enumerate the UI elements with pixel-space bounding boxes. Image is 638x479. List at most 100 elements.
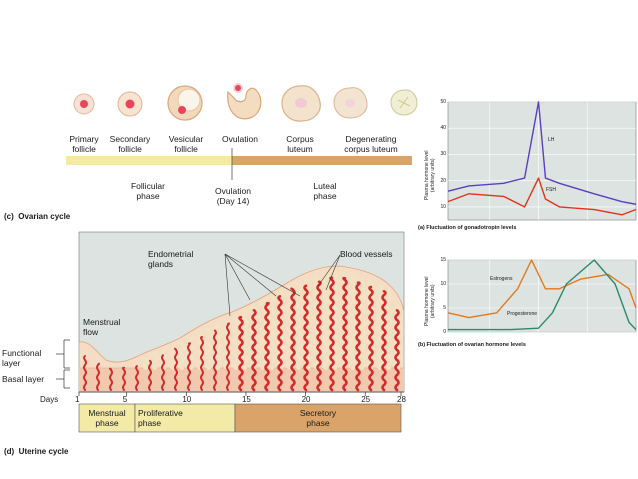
ovh-series-line-0 <box>447 259 637 319</box>
uterine-cycle-caption: (d) Uterine cycle <box>4 447 69 456</box>
spiral-artery <box>329 276 335 392</box>
endometrial-gland <box>151 352 159 370</box>
proliferative-phase-label: Proliferative phase <box>138 408 183 428</box>
gon-y-tick-label: 50 <box>440 99 446 105</box>
follicular-phase-bar <box>66 156 232 165</box>
endometrial-gland <box>304 279 312 370</box>
spiral-artery <box>394 309 400 392</box>
menstrual-phase-label: Menstrual phase <box>88 408 126 428</box>
endometrial-gland <box>142 356 150 370</box>
spiral-artery <box>381 290 387 392</box>
gon-series-line-0 <box>447 101 637 205</box>
endometrial-gland <box>322 273 330 370</box>
spiral-artery <box>368 285 374 392</box>
spiral-artery <box>303 284 309 392</box>
corpus-albicans-icon <box>390 89 418 116</box>
primary-follicle-icon <box>73 93 95 115</box>
gon-y-tick-label: 20 <box>440 177 446 184</box>
secondary-follicle-label: Secondary follicle <box>109 134 151 154</box>
spiral-artery <box>238 315 244 392</box>
spiral-artery <box>148 359 152 391</box>
primary-follicle-label: Primary follicle <box>69 134 99 154</box>
spiral-artery <box>96 362 100 391</box>
degenerating-corpus-luteum-label: Degenerating corpus luteum <box>344 134 398 154</box>
endometrial-gland <box>385 291 393 370</box>
spiral-artery <box>83 355 87 391</box>
ovulation-day-label: Ovulation (Day 14) <box>215 186 251 206</box>
endometrial-gland <box>214 322 222 370</box>
endometrial-gland <box>241 309 249 370</box>
day-tick-label: 28 <box>397 395 406 404</box>
functional-layer-label: Functional layer <box>2 348 42 368</box>
menstrual-phase-bar <box>78 403 136 433</box>
day-tick-label: 1 <box>75 395 80 404</box>
spiral-artery <box>226 322 230 391</box>
spiral-artery <box>200 336 204 391</box>
ovh-y-tick-label: 15 <box>440 257 446 263</box>
ovarian-hormone-caption: (b) Fluctuation of ovarian hormone level… <box>418 342 526 348</box>
spiral-artery <box>342 276 348 392</box>
spiral-artery <box>251 308 257 392</box>
endometrial-gland <box>349 274 357 370</box>
vesicular-follicle-label: Vesicular follicle <box>168 134 204 154</box>
menstrual-flow-label: Menstrual flow <box>83 317 121 337</box>
ovulation-icon <box>227 83 262 120</box>
ovh-y-tick-label: 0 <box>443 329 446 335</box>
spiral-artery <box>264 301 270 392</box>
progesterone-series-label: Progesterone <box>507 311 538 317</box>
spiral-artery <box>213 329 217 391</box>
spiral-artery <box>122 366 126 391</box>
corpus-luteum-label: Corpus luteum <box>286 134 314 154</box>
spiral-artery <box>277 295 283 392</box>
ovh-series-line-1 <box>448 259 637 331</box>
secretory-phase-label: Secretory phase <box>299 408 337 428</box>
spiral-artery <box>174 347 178 391</box>
ovh-y-tick-label: 10 <box>440 281 446 287</box>
gon-plot-area <box>447 101 637 221</box>
blood-vessels-label: Blood vessels <box>340 249 393 259</box>
day-tick-label: 5 <box>122 395 128 404</box>
endometrial-gland <box>313 276 321 370</box>
secretory-phase-bar <box>234 403 402 433</box>
spiral-artery <box>355 281 361 392</box>
gonadotropin-caption: (a) Fluctuation of gonadotropin levels <box>418 225 517 231</box>
gon-y-tick-label: 10 <box>440 203 446 210</box>
day-tick-label: 25 <box>361 395 371 404</box>
spiral-artery <box>290 287 296 392</box>
spiral-artery <box>316 280 322 392</box>
fsh-series-label: FSH <box>546 187 556 193</box>
basal-layer-label: Basal layer <box>2 374 45 384</box>
vesicular-follicle-icon <box>167 85 203 121</box>
day-tick-label: 20 <box>301 395 311 404</box>
spiral-artery <box>135 365 139 391</box>
secondary-follicle-icon <box>117 91 143 117</box>
endometrial-gland <box>268 294 276 370</box>
gon-y-tick-label: 30 <box>440 151 446 158</box>
endometrial-glands-label: Endometrial glands <box>148 249 194 269</box>
ovarian-cycle-caption: (c) Ovarian cycle <box>4 212 71 221</box>
endometrial-gland <box>232 313 240 370</box>
endometrial-gland <box>259 298 267 370</box>
endometrial-gland <box>205 327 213 370</box>
spiral-artery <box>187 342 191 391</box>
ovh-y-tick-label: 5 <box>443 305 446 311</box>
estrogens-series-label: Estrogens <box>490 276 513 282</box>
endometrial-gland <box>178 340 186 370</box>
luteal-phase-bar <box>232 156 412 165</box>
degenerating-corpus-luteum-icon <box>333 87 368 119</box>
endometrial-gland <box>295 280 303 370</box>
days-axis-label: Days <box>40 395 59 404</box>
follicular-phase-label: Follicular phase <box>130 181 165 201</box>
day-tick-label: 10 <box>182 395 192 404</box>
gon-y-tick-label: 40 <box>440 125 446 132</box>
spiral-artery <box>161 354 165 391</box>
day-tick-label: 15 <box>241 395 251 404</box>
spiral-artery <box>109 367 113 391</box>
luteal-phase-label: Luteal phase <box>313 181 337 201</box>
proliferative-phase-bar <box>134 403 236 433</box>
gon-series-line-1 <box>447 177 637 216</box>
